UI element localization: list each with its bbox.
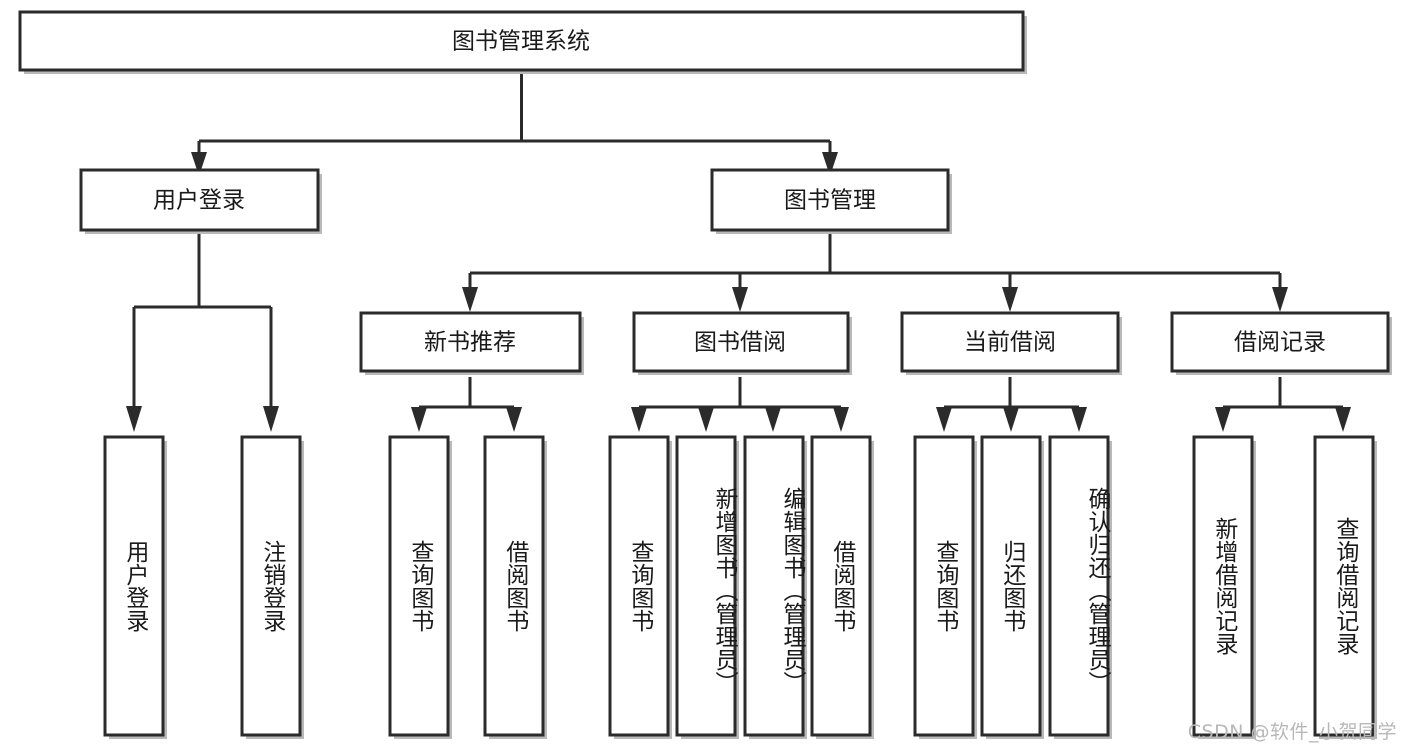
node-book-manage-box: [710, 168, 950, 232]
node-new-book-recommend-label: 新书推荐: [424, 330, 516, 356]
leaf-query-book-3-box: [913, 435, 975, 737]
leaf-borrow-book-1-box: [483, 435, 545, 737]
leaf-query-record-box: [1313, 435, 1375, 737]
edge-bookmanage-to-bus: [468, 234, 1282, 290]
edge-root-to-bus: [197, 72, 832, 162]
leaf-query-book-1-box: [388, 435, 450, 737]
leaf-confirm-return[interactable]: [1048, 435, 1112, 739]
arrowhead-leaf-add-book: [698, 407, 714, 432]
leaf-add-record[interactable]: [1192, 435, 1256, 739]
node-borrow-record-label: 借阅记录: [1234, 330, 1326, 356]
leaf-query-record[interactable]: [1313, 435, 1377, 739]
node-borrow-record-box: [1170, 311, 1390, 373]
arrowhead-leaf-borrow-book-1: [506, 407, 522, 432]
leaf-query-book-2-box: [608, 435, 670, 737]
edge-bookborrow-to-bus: [637, 377, 843, 414]
node-new-book-recommend[interactable]: 新书推荐: [359, 311, 584, 375]
leaf-confirm-return-box: [1048, 435, 1110, 737]
node-root-box: [18, 10, 1025, 72]
edge-newbook-to-bus: [417, 377, 516, 414]
leaf-borrow-book-1[interactable]: [483, 435, 547, 739]
leaf-user-login[interactable]: [103, 435, 167, 739]
arrowhead-leaf-edit-book: [765, 407, 781, 432]
arrowhead-to-book-manage: [822, 152, 838, 176]
leaf-logout-login[interactable]: [240, 435, 304, 739]
arrowhead-leaf-borrow-book-2: [833, 407, 849, 432]
arrowhead-leaf-return-book: [1003, 407, 1019, 432]
arrowhead-leaf-add-record: [1215, 407, 1231, 432]
leaf-edit-book[interactable]: [743, 435, 807, 739]
node-user-login-label: 用户登录: [153, 188, 245, 214]
node-root-label: 图书管理系统: [452, 29, 590, 55]
leaf-boxes-layer: [103, 435, 1377, 739]
arrowhead-leaf-logout-login: [263, 406, 279, 432]
arrowhead-leaf-query-record: [1335, 407, 1351, 432]
arrowhead-to-user-login: [191, 152, 207, 176]
arrowhead-leaf-query-book-2: [631, 407, 647, 432]
arrowhead-borrow-record: [1272, 287, 1288, 312]
leaf-user-login-box: [103, 435, 165, 737]
leaf-add-book[interactable]: [675, 435, 739, 739]
node-book-borrow-label: 图书借阅: [694, 330, 786, 356]
node-current-borrow-label: 当前借阅: [964, 330, 1056, 356]
leaf-return-book[interactable]: [980, 435, 1044, 739]
arrowhead-leaf-query-book-1: [411, 407, 427, 432]
node-book-manage[interactable]: 图书管理: [710, 168, 952, 234]
node-new-book-recommend-box: [359, 311, 582, 373]
arrowhead-book-borrow: [732, 287, 748, 312]
arrowhead-current-borrow: [1002, 287, 1018, 312]
node-root[interactable]: 图书管理系统: [18, 10, 1027, 74]
leaf-return-book-box: [980, 435, 1042, 737]
arrowhead-new-book-recommend: [462, 287, 478, 312]
node-user-login-box: [79, 168, 320, 232]
leaf-query-book-1[interactable]: [388, 435, 452, 739]
leaf-edit-book-box: [743, 435, 805, 737]
node-book-borrow[interactable]: 图书借阅: [632, 311, 852, 375]
node-current-borrow[interactable]: 当前借阅: [900, 311, 1122, 375]
node-book-borrow-box: [632, 311, 850, 373]
leaf-query-book-3[interactable]: [913, 435, 977, 739]
leaf-borrow-book-2[interactable]: [810, 435, 874, 739]
leaf-query-book-2[interactable]: [608, 435, 672, 739]
leaf-add-book-box: [675, 435, 737, 737]
leaf-add-record-box: [1192, 435, 1254, 737]
node-current-borrow-box: [900, 311, 1120, 373]
arrowhead-leaf-query-book-3: [936, 407, 952, 432]
leaf-logout-login-box: [240, 435, 302, 737]
edge-userlogin-to-bus: [132, 234, 273, 410]
node-user-login[interactable]: 用户登录: [79, 168, 322, 234]
node-book-manage-label: 图书管理: [784, 188, 876, 214]
leaf-borrow-book-2-box: [810, 435, 872, 737]
node-borrow-record[interactable]: 借阅记录: [1170, 311, 1392, 375]
connector-layer: [126, 72, 1351, 432]
edge-borrowrecord-to-bus: [1221, 377, 1345, 414]
arrowhead-leaf-user-login: [126, 406, 142, 432]
arrowhead-leaf-confirm-return: [1071, 407, 1087, 432]
